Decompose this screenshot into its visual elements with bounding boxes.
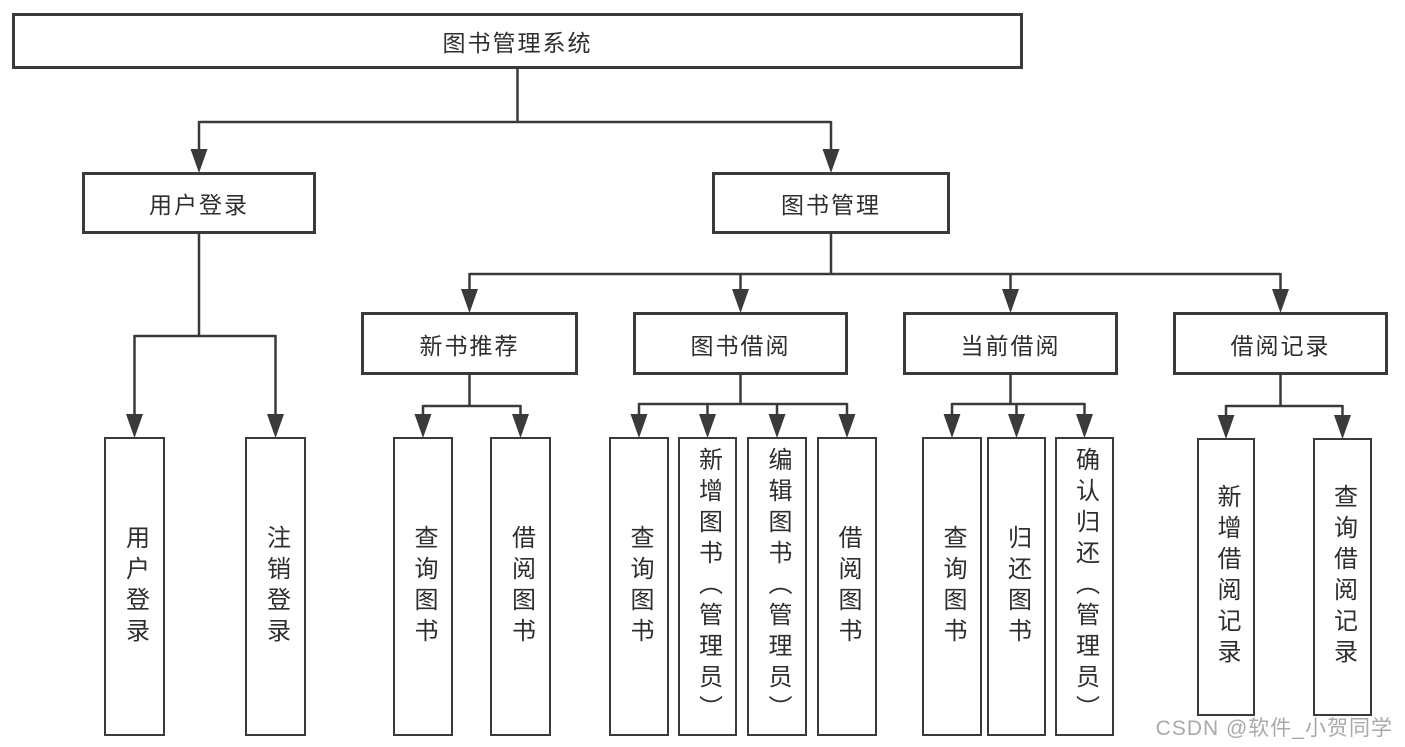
node-leaf-user-login-label: 用户登录 [121, 524, 149, 649]
watermark: CSDN @软件_小贺同学 [1155, 717, 1393, 740]
node-current-borrow: 当前借阅 [903, 312, 1118, 375]
node-leaf-br-add-record: 新增借阅记录 [1197, 438, 1255, 716]
node-leaf-nbr-borrow-book: 借阅图书 [490, 437, 551, 736]
node-new-book-recommend: 新书推荐 [361, 312, 578, 375]
node-leaf-bb-edit-book-admin: 编辑图书（管理员） [747, 437, 807, 736]
node-borrow-record-label: 借阅记录 [1230, 332, 1331, 359]
node-leaf-bb-edit-book-admin-label: 编辑图书（管理员） [764, 447, 791, 726]
node-leaf-bb-add-book-admin-label: 新增图书（管理员） [694, 447, 722, 726]
node-book-borrow-label: 图书借阅 [690, 332, 791, 359]
node-user-login-branch: 用户登录 [82, 172, 316, 234]
node-leaf-logout-login: 注销登录 [245, 437, 306, 736]
node-leaf-nbr-query-book: 查询图书 [393, 437, 453, 736]
node-book-management-branch-label: 图书管理 [781, 192, 881, 218]
node-root: 图书管理系统 [12, 13, 1023, 69]
node-leaf-bb-borrow-book-label: 借阅图书 [834, 524, 861, 649]
node-book-borrow: 图书借阅 [633, 312, 848, 375]
node-leaf-br-query-record-label: 查询借阅记录 [1329, 484, 1357, 670]
node-leaf-user-login: 用户登录 [104, 437, 165, 736]
node-borrow-record: 借阅记录 [1173, 312, 1388, 375]
node-leaf-nbr-borrow-book-label: 借阅图书 [507, 524, 535, 649]
node-leaf-cb-query-book: 查询图书 [922, 437, 982, 736]
node-leaf-cb-return-book: 归还图书 [987, 437, 1046, 736]
node-leaf-logout-login-label: 注销登录 [262, 524, 290, 649]
node-leaf-bb-query-book: 查询图书 [609, 437, 669, 736]
node-new-book-recommend-label: 新书推荐 [419, 332, 520, 359]
node-leaf-br-add-record-label: 新增借阅记录 [1213, 484, 1240, 670]
node-leaf-br-query-record: 查询借阅记录 [1313, 438, 1372, 716]
node-leaf-cb-confirm-return-admin-label: 确认归还（管理员） [1071, 447, 1099, 726]
node-book-management-branch: 图书管理 [712, 172, 950, 234]
node-leaf-bb-borrow-book: 借阅图书 [817, 437, 877, 736]
node-user-login-branch-label: 用户登录 [149, 192, 249, 218]
node-leaf-bb-query-book-label: 查询图书 [626, 524, 653, 649]
node-leaf-cb-query-book-label: 查询图书 [939, 524, 966, 649]
node-root-label: 图书管理系统 [442, 30, 593, 56]
node-leaf-nbr-query-book-label: 查询图书 [410, 524, 437, 649]
node-leaf-cb-confirm-return-admin: 确认归还（管理员） [1055, 437, 1114, 736]
node-leaf-bb-add-book-admin: 新增图书（管理员） [678, 437, 737, 736]
node-current-borrow-label: 当前借阅 [960, 332, 1061, 359]
node-leaf-cb-return-book-label: 归还图书 [1003, 524, 1031, 649]
